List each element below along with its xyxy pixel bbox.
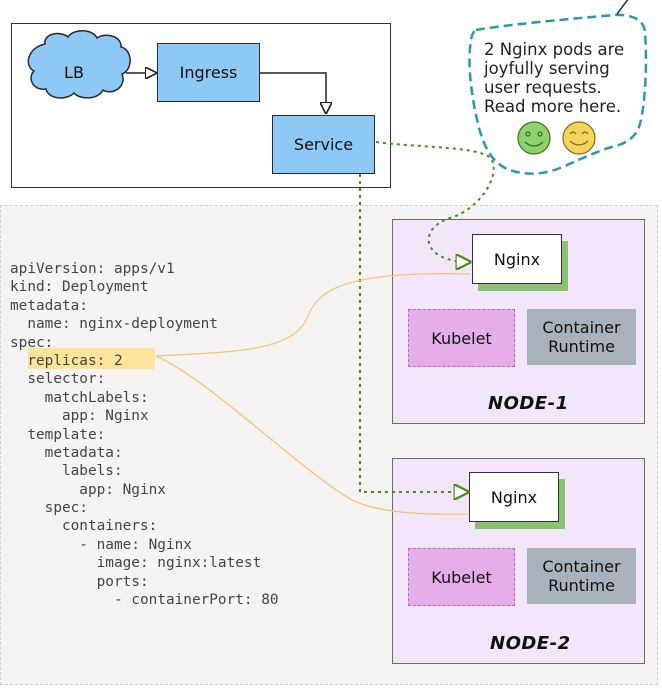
yaml-line: metadata: xyxy=(10,444,123,461)
yellow-smiley-icon xyxy=(562,121,596,155)
link-replicas-pod-2 xyxy=(155,355,469,515)
yaml-line: spec: xyxy=(10,500,88,517)
kubelet-node-1: Kubelet xyxy=(408,309,515,367)
link-service-pod-1 xyxy=(375,141,495,262)
arrow-ingress-service xyxy=(260,72,326,113)
replicas-highlight xyxy=(28,348,155,369)
link-service-pod-2 xyxy=(359,174,468,492)
yaml-line: spec: xyxy=(10,334,54,351)
callout-line: Read more here. xyxy=(484,97,622,116)
callout-line: joyfully serving xyxy=(484,59,610,78)
yaml-line: kind: Deployment xyxy=(10,279,149,296)
yaml-line: labels: xyxy=(10,463,123,480)
lb-cloud-icon[interactable] xyxy=(27,30,131,99)
green-smiley-icon xyxy=(517,121,551,155)
nginx-pod-node-2[interactable]: Nginx xyxy=(469,472,559,522)
service-box[interactable]: Service xyxy=(272,115,375,174)
yaml-line: selector: xyxy=(10,371,106,388)
yaml-line: name: nginx-deployment xyxy=(10,316,218,333)
yaml-line: app: Nginx xyxy=(10,408,149,425)
yaml-line: - name: Nginx xyxy=(10,536,192,553)
yaml-line: - containerPort: 80 xyxy=(10,592,279,609)
ingress-box[interactable]: Ingress xyxy=(157,43,260,102)
node-1-label: NODE-1 xyxy=(488,393,569,414)
link-replicas-pod-1 xyxy=(155,272,471,357)
runtime-label: Runtime xyxy=(548,337,615,356)
yaml-line: apiVersion: apps/v1 xyxy=(10,261,175,277)
pen-mark xyxy=(616,0,629,15)
node-2-label: NODE-2 xyxy=(490,633,571,654)
yaml-line: ports: xyxy=(10,573,149,590)
yaml-line: metadata: xyxy=(10,297,88,314)
callout-bubble[interactable] xyxy=(468,13,648,175)
yaml-line: template: xyxy=(10,426,106,443)
kubelet-node-2: Kubelet xyxy=(408,548,515,606)
yaml-line-replicas: replicas: 2 xyxy=(10,352,123,369)
callout-text[interactable]: 2 Nginx pods are joyfully serving user r… xyxy=(484,40,644,116)
runtime-label: Container xyxy=(542,557,621,576)
lb-label: LB xyxy=(64,63,84,82)
yaml-line: app: Nginx xyxy=(10,481,166,498)
callout-line: 2 Nginx pods are xyxy=(484,40,625,59)
yaml-line: containers: xyxy=(10,518,158,535)
yaml-line: image: nginx:latest xyxy=(10,555,262,572)
nginx-pod-node-1[interactable]: Nginx xyxy=(472,234,562,284)
yaml-line: matchLabels: xyxy=(10,389,149,406)
runtime-label: Runtime xyxy=(548,576,615,595)
callout-line: user requests. xyxy=(484,78,602,97)
runtime-label: Container xyxy=(542,318,621,337)
